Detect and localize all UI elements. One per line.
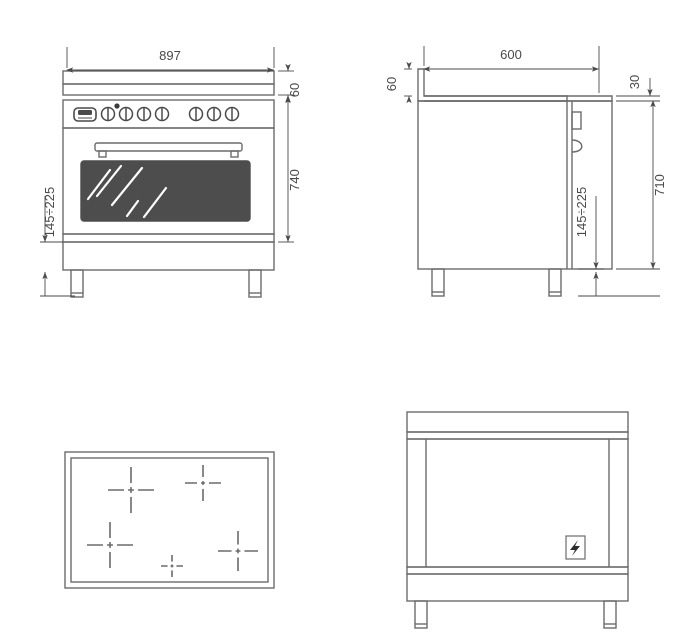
side-body — [417, 100, 613, 270]
burner-front-right — [218, 531, 258, 571]
side-body-height-label: 710 — [652, 174, 667, 196]
rear-legs — [414, 600, 617, 629]
side-worktop — [424, 95, 613, 102]
front-panel-controls — [73, 103, 240, 122]
cooktop-plan-view — [64, 451, 275, 589]
burner-rear-right — [185, 465, 221, 501]
rear-backsplash — [406, 411, 629, 433]
front-body-height-label: 740 — [287, 169, 302, 191]
burner-front-left — [87, 522, 133, 568]
rear-elevation-view — [406, 411, 629, 629]
oven-door-glass — [80, 160, 251, 222]
oven-door-handle — [94, 142, 243, 158]
burner-rear-left — [108, 467, 154, 513]
control-knob-1[interactable] — [100, 106, 116, 122]
control-knob-group-left — [100, 103, 170, 122]
control-knob-6[interactable] — [206, 106, 222, 122]
control-knob-5[interactable] — [188, 106, 204, 122]
front-backsplash-label: 60 — [287, 83, 302, 97]
cooktop-outer-frame — [64, 451, 275, 589]
cooktop-burner-markers — [87, 465, 258, 577]
side-elevation-view — [417, 68, 613, 297]
side-top-offset-label: 30 — [627, 75, 642, 89]
front-backsplash — [62, 70, 275, 96]
rear-panel — [406, 438, 629, 568]
control-knob-4[interactable] — [154, 106, 170, 122]
control-knob-group-right — [188, 106, 240, 122]
control-knob-7[interactable] — [224, 106, 240, 122]
side-leg-height-label: 145÷225 — [574, 187, 589, 238]
front-elevation-view — [62, 70, 275, 298]
side-backsplash-label: 60 — [384, 77, 399, 91]
front-width-label: 897 — [159, 48, 181, 63]
electrical-hazard-symbol — [565, 535, 586, 560]
front-legs — [70, 269, 262, 298]
side-door-handle — [571, 139, 583, 153]
glass-reflection-streaks — [86, 164, 168, 219]
power-indicator-dot — [114, 103, 120, 109]
side-handle-bracket — [571, 111, 582, 130]
control-knob-2[interactable] — [118, 106, 134, 122]
timer-display[interactable] — [73, 107, 97, 122]
rear-base — [406, 573, 629, 602]
front-base — [62, 241, 275, 271]
side-depth-label: 600 — [500, 47, 522, 62]
rear-lower-rail — [406, 566, 629, 575]
side-legs — [431, 268, 562, 297]
front-plinth — [62, 233, 275, 243]
cooktop-inner-frame — [70, 457, 269, 583]
rear-backsplash-lip — [406, 431, 629, 440]
front-dimensions — [40, 47, 294, 297]
burner-center-small — [161, 555, 183, 577]
front-leg-height-label: 145÷225 — [42, 187, 57, 238]
control-knob-3[interactable] — [136, 106, 152, 122]
side-dimensions — [404, 46, 660, 297]
